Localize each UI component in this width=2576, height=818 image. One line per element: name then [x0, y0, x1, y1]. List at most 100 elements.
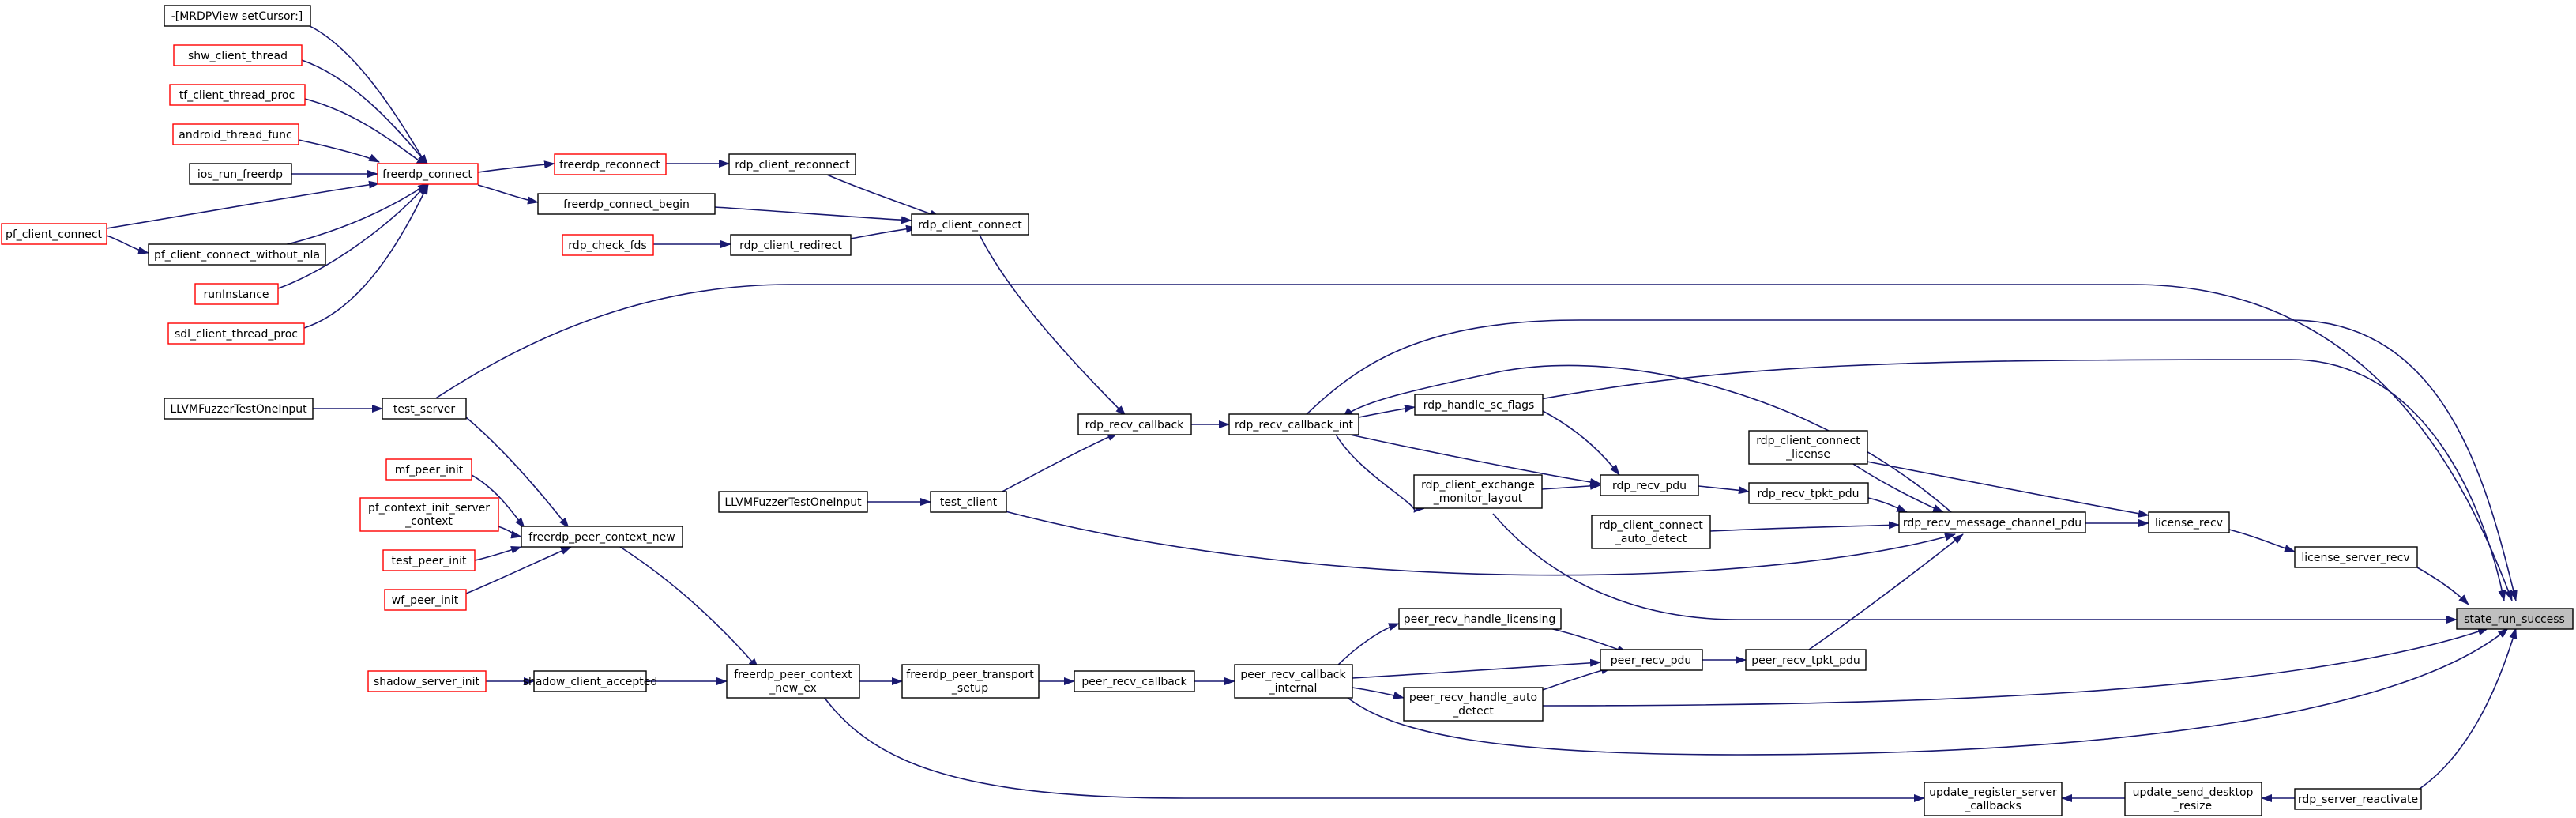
edge-pf-client-connect-to-freerdp-connect [106, 180, 380, 229]
node-shw-client-thread[interactable]: shw_client_thread [173, 44, 303, 66]
edge-pf-client-connect-without-nla-to-freerdp-connect [284, 183, 429, 246]
node-ios-run-freerdp[interactable]: ios_run_freerdp [189, 163, 292, 185]
node-label: runInstance [203, 288, 269, 301]
node-peer-recv-handle-auto-detect[interactable]: peer_recv_handle_auto _detect [1403, 687, 1544, 722]
edge-runinstance-to-freerdp-connect [277, 183, 427, 289]
node-rdp-recv-callback[interactable]: rdp_recv_callback [1077, 413, 1192, 435]
node-label: state_run_success [2464, 613, 2565, 626]
edge-peer-context-new-to-context-new-ex [619, 546, 759, 669]
node-label: rdp_recv_callback [1085, 419, 1185, 432]
node-llvmfuzzer-client[interactable]: LLVMFuzzerTestOneInput [718, 491, 868, 513]
node-label: mf_peer_init [395, 464, 464, 477]
node-license-recv[interactable]: license_recv [2148, 511, 2230, 533]
node-label: shadow_server_init [374, 676, 480, 688]
edge-context-new-ex-to-register-callbacks [821, 693, 1925, 802]
node-update-send-desktop-resize[interactable]: update_send_desktop _resize [2124, 782, 2262, 816]
node-rdp-recv-pdu[interactable]: rdp_recv_pdu [1600, 474, 1699, 496]
node-rdp-client-connect-auto-detect[interactable]: rdp_client_connect _auto_detect [1591, 515, 1711, 549]
node-peer-recv-tpkt-pdu[interactable]: peer_recv_tpkt_pdu [1745, 649, 1867, 671]
node-label-line2: _license [1785, 448, 1830, 461]
node-shadow-server-init[interactable]: shadow_server_init [367, 670, 487, 692]
node-label: rdp_recv_message_channel_pdu [1903, 517, 2081, 530]
node-runinstance[interactable]: runInstance [194, 283, 279, 305]
edge-callback-int-to-monitor-layout [1334, 432, 1425, 513]
edge-freerdp-connect-to-reconnect [477, 160, 555, 173]
node-rdp-server-reactivate[interactable]: rdp_server_reactivate [2294, 788, 2422, 810]
node-freerdp-peer-context-new[interactable]: freerdp_peer_context_new [521, 526, 683, 548]
node-rdp-recv-callback-int[interactable]: rdp_recv_callback_int [1228, 413, 1359, 435]
node-mf-peer-init[interactable]: mf_peer_init [385, 458, 472, 481]
node-freerdp-reconnect[interactable]: freerdp_reconnect [554, 153, 667, 175]
edge-peer-recv-tpkt-pdu-to-message-channel [1808, 533, 1964, 650]
node-freerdp-peer-context-new-ex[interactable]: freerdp_peer_context _new_ex [726, 664, 860, 699]
node-rdp-recv-message-channel-pdu[interactable]: rdp_recv_message_channel_pdu [1898, 511, 2086, 533]
node-freerdp-connect[interactable]: freerdp_connect [377, 163, 479, 185]
node-freerdp-connect-begin[interactable]: freerdp_connect_begin [537, 193, 716, 215]
edge-rdp-recv-pdu-to-tpkt-pdu [1698, 485, 1750, 495]
node-peer-recv-pdu[interactable]: peer_recv_pdu [1600, 649, 1703, 671]
node-state-run-success[interactable]: state_run_success [2456, 608, 2574, 630]
node-rdp-client-reconnect[interactable]: rdp_client_reconnect [728, 153, 856, 175]
node-rdp-recv-tpkt-pdu[interactable]: rdp_recv_tpkt_pdu [1748, 482, 1869, 504]
node-tf-client-thread-proc[interactable]: tf_client_thread_proc [169, 84, 306, 106]
node-label: pf_context_init_server [368, 502, 490, 515]
node-test-peer-init[interactable]: test_peer_init [382, 549, 476, 571]
node-label: license_server_recv [2301, 552, 2409, 564]
edge-test-server-to-state-run-success [434, 284, 2513, 601]
node-rdp-check-fds[interactable]: rdp_check_fds [562, 234, 654, 256]
edge-handle-sc-flags-to-rdp-recv-pdu [1542, 410, 1620, 476]
node-freerdp-peer-transport-setup[interactable]: freerdp_peer_transport _setup [901, 664, 1040, 699]
edge-mf-peer-init-to-peer-context-new [471, 474, 525, 529]
node-pf-context-init-server-context[interactable]: pf_context_init_server _context [359, 497, 499, 532]
edge-rdp-client-reconnect-to-rdp-client-connect [821, 172, 941, 218]
node-label-line2: _resize [2173, 800, 2212, 812]
edge-callback-int-to-handle-sc-flags [1358, 404, 1416, 418]
node-test-server[interactable]: test_server [382, 398, 467, 420]
node-update-register-server-callbacks[interactable]: update_register_server _callbacks [1924, 782, 2063, 816]
node-label: shw_client_thread [188, 50, 288, 62]
node-sdl-client-thread-proc[interactable]: sdl_client_thread_proc [167, 322, 305, 345]
edge-callback-int-to-state-run-success [1303, 319, 2518, 601]
edge-test-client-to-message-channel [998, 509, 1956, 576]
edge-pf-context-init-to-peer-context-new [497, 526, 522, 539]
edge-monitor-layout-to-rdp-recv-pdu [1541, 481, 1601, 490]
node-pf-client-connect-without-nla[interactable]: pf_client_connect_without_nla [148, 243, 326, 266]
node-rdp-client-exchange-monitor-layout[interactable]: rdp_client_exchange _monitor_layout [1413, 474, 1543, 509]
node-label: freerdp_reconnect [559, 159, 660, 172]
edge-auto-detect-to-message-channel [1709, 521, 1900, 532]
node-label: sdl_client_thread_proc [175, 328, 298, 341]
node-peer-recv-callback[interactable]: peer_recv_callback [1074, 670, 1195, 692]
node-rdp-client-redirect[interactable]: rdp_client_redirect [730, 234, 852, 256]
node-label: license_recv [2155, 517, 2223, 530]
node-license-server-recv[interactable]: license_server_recv [2294, 546, 2418, 568]
edge-sdl-client-thread-proc-to-freerdp-connect [303, 183, 429, 329]
node-wf-peer-init[interactable]: wf_peer_init [384, 589, 467, 611]
node-label: shadow_client_accepted [523, 676, 658, 688]
node-label: LLVMFuzzerTestOneInput [170, 403, 307, 416]
edge-shw-client-thread-to-freerdp-connect [301, 59, 429, 166]
node-label: android_thread_func [179, 129, 291, 141]
node-label-line2: _internal [1269, 682, 1318, 695]
node-label: freerdp_peer_context [734, 669, 852, 681]
node-rdp-handle-sc-flags[interactable]: rdp_handle_sc_flags [1414, 394, 1544, 416]
node-label-line2: _detect [1452, 705, 1494, 718]
node-rdp-client-connect[interactable]: rdp_client_connect [911, 213, 1029, 236]
node-peer-recv-callback-internal[interactable]: peer_recv_callback _internal [1234, 664, 1353, 699]
node-label: rdp_check_fds [568, 239, 646, 252]
node-label: rdp_client_reconnect [735, 159, 850, 172]
node-label-line2: _context [404, 515, 453, 528]
node-label: rdp_recv_callback_int [1235, 419, 1353, 432]
node-rdp-client-connect-license[interactable]: rdp_client_connect _license [1748, 430, 1868, 465]
node-android-thread-func[interactable]: android_thread_func [172, 123, 299, 145]
node-mrdpview-setcursor[interactable]: -[MRDPView setCursor:] [164, 5, 311, 27]
node-label: peer_recv_pdu [1611, 654, 1692, 667]
node-peer-recv-handle-licensing[interactable]: peer_recv_handle_licensing [1398, 608, 1562, 630]
node-label: test_server [393, 403, 455, 416]
node-llvmfuzzer-server[interactable]: LLVMFuzzerTestOneInput [164, 398, 314, 420]
node-test-client[interactable]: test_client [930, 491, 1007, 513]
node-pf-client-connect[interactable]: pf_client_connect [1, 223, 107, 245]
edge-callback-internal-to-state-run-success [1342, 628, 2509, 756]
edge-tpkt-pdu-to-message-channel [1867, 497, 1908, 513]
node-label: wf_peer_init [392, 594, 459, 607]
node-shadow-client-accepted[interactable]: shadow_client_accepted [523, 670, 658, 692]
